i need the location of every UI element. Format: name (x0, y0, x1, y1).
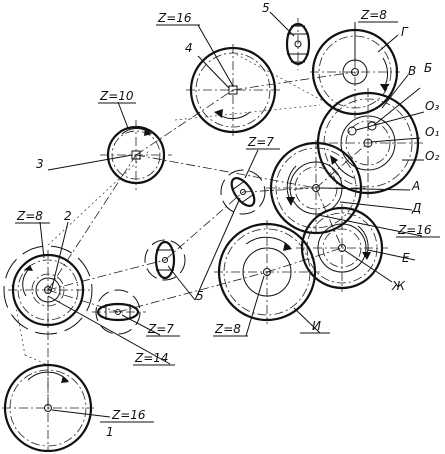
label-z16-right: Z=16 (397, 223, 432, 237)
label-z16-bottom: Z=16 (111, 408, 146, 422)
label-z8-left: Z=8 (16, 209, 43, 223)
label-2: 2 (64, 209, 72, 223)
gear-i (214, 220, 320, 324)
gear-1 (2, 362, 94, 453)
label-b: Б (424, 61, 432, 75)
label-z14: Z=14 (134, 351, 169, 365)
label-a: А (411, 179, 420, 193)
label-3: 3 (36, 157, 44, 171)
pinion-z7-mid (220, 169, 266, 215)
label-5-top: 5 (262, 1, 270, 15)
label-i: И (312, 319, 321, 333)
label-v: В (408, 64, 416, 78)
label-1: 1 (106, 425, 114, 439)
gear-3 (100, 120, 172, 190)
label-z7-bottom: Z=7 (147, 322, 174, 336)
label-z10: Z=10 (99, 89, 134, 103)
label-o2: O₂ (425, 149, 439, 163)
label-e: Е (402, 251, 410, 265)
gear-e (296, 204, 388, 292)
label-z16-top: Z=16 (157, 11, 192, 25)
label-5-bottom: 5 (196, 289, 204, 303)
label-z8-bottom: Z=8 (214, 322, 241, 336)
center-lines (11, 51, 369, 408)
gear-2 (3, 245, 93, 335)
label-g: Г (401, 25, 409, 39)
label-o1: O₁ (425, 125, 439, 139)
label-z7-mid: Z=7 (247, 135, 274, 149)
pinion-5-lower (144, 239, 186, 281)
label-d: Д (411, 201, 421, 215)
label-o3: O₃ (425, 99, 439, 113)
label-zh: Ж (391, 279, 406, 293)
pinion-z7-bottom (92, 289, 146, 335)
labels: Z=16 4 5 Z=8 Г В Б O₃ O₁ O₂ Z=10 3 Z=7 А… (15, 1, 440, 439)
label-z8-top: Z=8 (360, 8, 387, 22)
leader-lines (39, 11, 425, 423)
label-4: 4 (185, 41, 193, 55)
gear-g (310, 26, 400, 118)
pinion-5-top (285, 18, 311, 70)
